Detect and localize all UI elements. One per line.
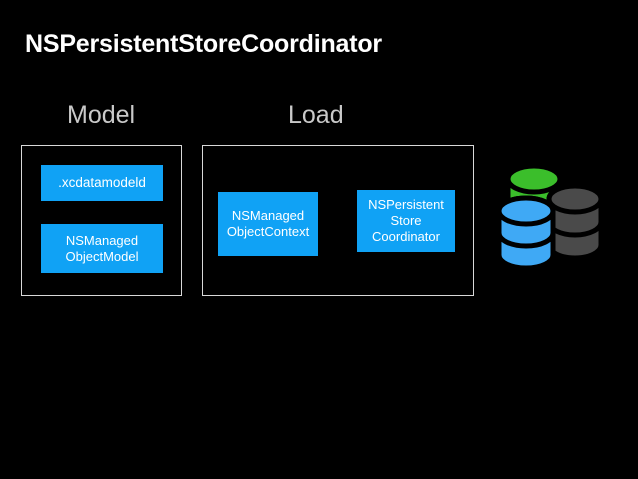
node-label-line: Store <box>390 213 422 228</box>
section-label-model: Model <box>67 101 136 129</box>
node-xcdatamodeld[interactable]: .xcdatamodeld <box>41 165 163 201</box>
database-stack-icon <box>492 163 606 273</box>
node-label-line: Coordinator <box>372 229 440 244</box>
node-label-line: NSManaged <box>65 232 139 248</box>
node-label-line: NSPersistent <box>368 197 444 212</box>
node-nsmanagedobjectmodel[interactable]: NSManaged ObjectModel <box>41 224 163 273</box>
node-nsmanagedobjectcontext[interactable]: NSManaged ObjectContext <box>218 192 318 256</box>
node-label-line: ObjectContext <box>226 224 310 239</box>
node-label-line: .xcdatamodeld <box>58 175 146 190</box>
database-cylinder-gray <box>546 183 604 261</box>
node-label-line: ObjectModel <box>65 248 139 264</box>
node-nspersistentstorecoordinator[interactable]: NSPersistent Store Coordinator <box>357 190 455 252</box>
database-cylinder-blue <box>496 195 556 271</box>
node-label-line: NSManaged <box>231 208 305 223</box>
page-title: NSPersistentStoreCoordinator <box>25 30 382 58</box>
section-label-load: Load <box>288 101 344 129</box>
